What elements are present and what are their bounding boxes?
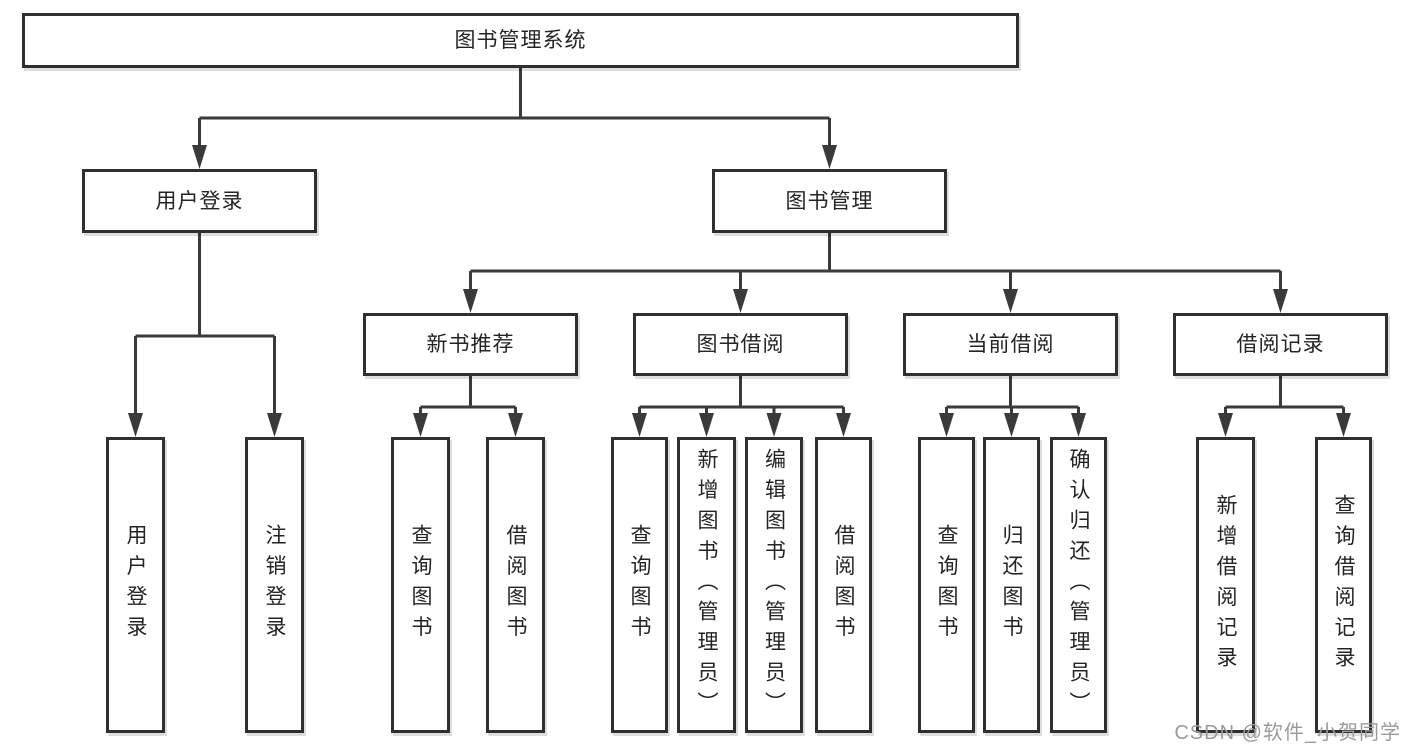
arrowhead-bb-borrow bbox=[836, 413, 851, 437]
node-bb-add: 新增图书（管理员） bbox=[677, 437, 736, 733]
node-login-leaf: 用户登录 bbox=[106, 437, 165, 733]
arrowhead-current-borrow bbox=[1003, 289, 1018, 313]
arrowhead-br-query bbox=[1336, 413, 1351, 437]
node-br-add: 新增借阅记录 bbox=[1196, 437, 1255, 733]
arrowhead-cb-confirm bbox=[1071, 413, 1086, 437]
arrowhead-cb-query bbox=[939, 413, 954, 437]
node-bb-edit: 编辑图书（管理员） bbox=[745, 437, 803, 733]
node-logout-leaf: 注销登录 bbox=[245, 437, 304, 733]
node-bb-query: 查询图书 bbox=[611, 437, 668, 733]
arrowhead-bb-edit bbox=[766, 413, 782, 437]
node-book-borrow: 图书借阅 bbox=[633, 313, 848, 376]
node-borrow-records: 借阅记录 bbox=[1173, 313, 1388, 376]
node-cb-query: 查询图书 bbox=[918, 437, 975, 733]
arrowhead-borrow-records bbox=[1273, 289, 1288, 313]
arrowhead-login-leaf bbox=[128, 413, 143, 437]
arrowhead-new-books bbox=[463, 289, 478, 313]
arrowhead-book-mgmt bbox=[822, 145, 837, 169]
node-cb-confirm: 确认归还（管理员） bbox=[1050, 437, 1107, 733]
node-bb-borrow: 借阅图书 bbox=[815, 437, 872, 733]
arrowhead-bb-query bbox=[632, 413, 647, 437]
node-new-books: 新书推荐 bbox=[363, 313, 578, 376]
arrowhead-bb-add bbox=[699, 413, 714, 437]
arrowhead-cb-return bbox=[1004, 413, 1019, 437]
node-user-login: 用户登录 bbox=[82, 169, 317, 233]
node-book-mgmt: 图书管理 bbox=[712, 169, 947, 233]
node-current-borrow: 当前借阅 bbox=[903, 313, 1118, 376]
arrowhead-logout-leaf bbox=[267, 413, 282, 437]
arrowhead-nb-borrow bbox=[508, 413, 523, 437]
arrowhead-br-add bbox=[1218, 413, 1233, 437]
arrowhead-user-login bbox=[192, 145, 207, 169]
node-nb-borrow: 借阅图书 bbox=[486, 437, 545, 733]
node-root: 图书管理系统 bbox=[22, 13, 1019, 68]
arrowhead-book-borrow bbox=[733, 289, 748, 313]
node-cb-return: 归还图书 bbox=[983, 437, 1040, 733]
node-br-query: 查询借阅记录 bbox=[1315, 437, 1372, 733]
node-nb-query: 查询图书 bbox=[391, 437, 450, 733]
watermark: CSDN @软件_小贺同学 bbox=[1174, 722, 1401, 744]
connector-lines bbox=[134, 66, 1345, 417]
arrowhead-nb-query bbox=[413, 413, 428, 437]
